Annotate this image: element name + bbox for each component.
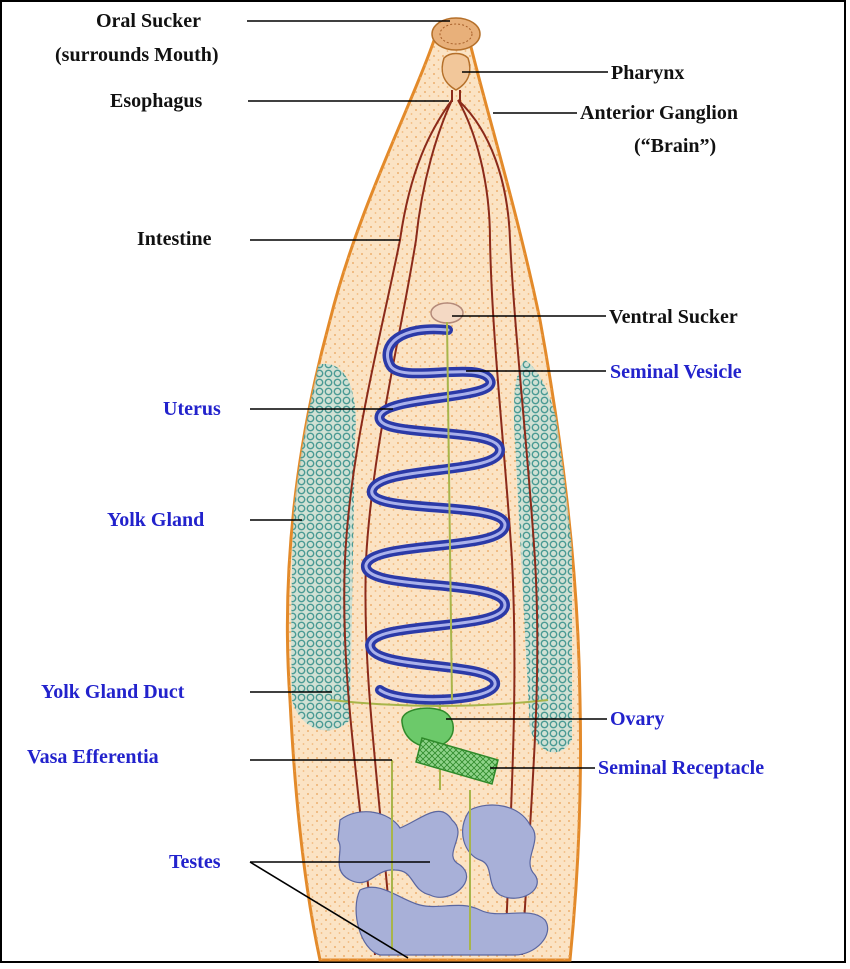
label-vasa-efferentia: Vasa Efferentia [27,746,159,768]
oral-sucker [432,18,480,50]
label-ventral-sucker: Ventral Sucker [609,306,738,328]
label-oral-sucker-note: (surrounds Mouth) [55,44,219,66]
testes [338,805,548,955]
label-intestine: Intestine [137,228,211,250]
label-yolk-gland-duct: Yolk Gland Duct [41,681,184,703]
label-uterus: Uterus [163,398,221,420]
ventral-sucker [431,303,463,323]
label-testes: Testes [169,851,220,873]
label-esophagus: Esophagus [110,90,202,112]
label-pharynx: Pharynx [611,62,684,84]
label-anterior-ganglion: Anterior Ganglion [580,102,738,124]
label-seminal-receptacle: Seminal Receptacle [598,757,764,779]
label-seminal-vesicle: Seminal Vesicle [610,361,742,383]
label-ovary: Ovary [610,708,664,730]
label-oral-sucker: Oral Sucker [96,10,201,32]
label-yolk-gland: Yolk Gland [107,509,204,531]
label-anterior-ganglion-note: (“Brain”) [634,135,716,157]
